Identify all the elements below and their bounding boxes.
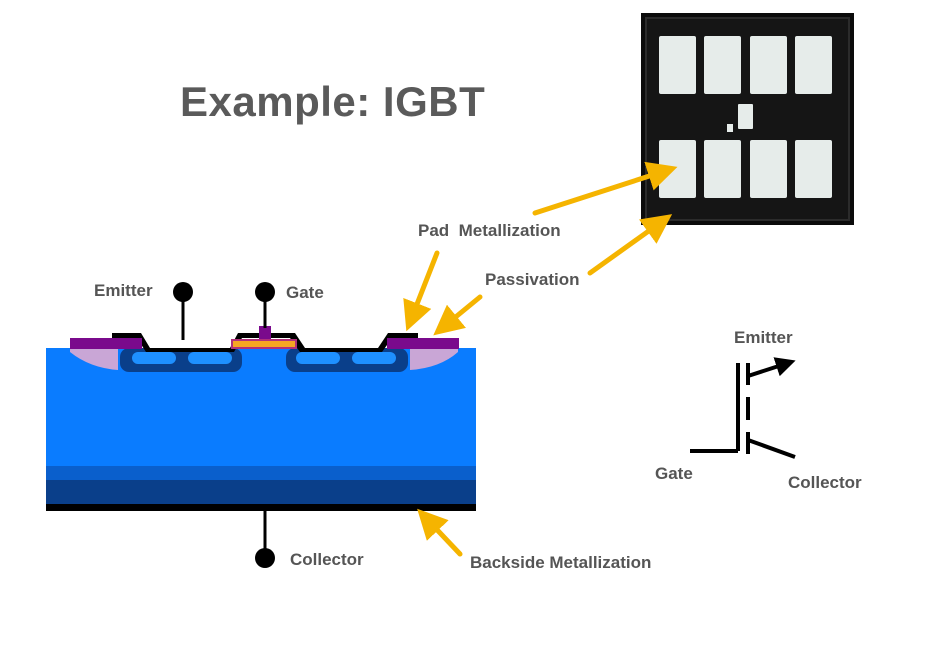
- arrow-passivation-to-section: [433, 294, 483, 336]
- gate-terminal-dot: [255, 282, 275, 302]
- pointer-arrows: [403, 161, 678, 557]
- page-title: Example: IGBT: [180, 78, 486, 125]
- arrow-passivation-to-chip: [587, 214, 673, 276]
- gate-pad: [259, 326, 271, 340]
- chip-photo: [641, 13, 854, 225]
- label-backside-metallization: Backside Metallization: [470, 553, 652, 572]
- symbol-label-gate: Gate: [655, 464, 693, 483]
- igbt-cross-section: [46, 282, 476, 568]
- collector-terminal-dot: [255, 548, 275, 568]
- igbt-symbol: [690, 357, 796, 459]
- pad-right: [387, 338, 459, 349]
- symbol-label-emitter: Emitter: [734, 328, 793, 347]
- passivation-right: [410, 348, 458, 370]
- label-gate: Gate: [286, 283, 324, 302]
- emitter-terminal-dot: [173, 282, 193, 302]
- backside-metal: [46, 504, 476, 511]
- label-emitter: Emitter: [94, 281, 153, 300]
- arrow-pad-to-section: [403, 250, 440, 332]
- gate-oxide: [231, 339, 297, 349]
- label-passivation: Passivation: [485, 270, 580, 289]
- symbol-label-collector: Collector: [788, 473, 862, 492]
- arrow-backside: [417, 508, 463, 557]
- arrow-pad-to-chip: [532, 161, 678, 216]
- collector-layer: [46, 480, 476, 504]
- label-pad-metallization: Pad Metallization: [418, 221, 561, 240]
- buffer-layer: [46, 466, 476, 480]
- label-collector: Collector: [290, 550, 364, 569]
- pad-left: [70, 338, 142, 349]
- passivation-left: [70, 348, 118, 370]
